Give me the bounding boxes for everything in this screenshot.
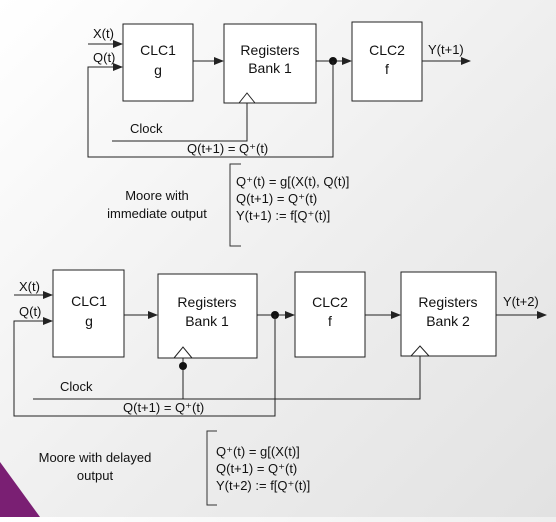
- d1-input-x-label: X(t): [93, 26, 114, 41]
- d2-feedback-loop: [13, 315, 276, 417]
- d2-registers1-line1: Registers: [177, 294, 236, 310]
- d1-clc1-box: [122, 23, 194, 102]
- d1-clc2-func: f: [385, 61, 389, 77]
- d2-feedback-label: Q(t+1) = Q⁺(t): [123, 400, 204, 415]
- d2-caption-line2: output: [77, 468, 114, 483]
- d1-clc1-name: CLC1: [140, 42, 176, 58]
- d2-clock-junction-dot: [179, 362, 187, 370]
- d2-equation-3: Y(t+2) := f[Q⁺(t)]: [216, 478, 310, 493]
- d1-output-label: Y(t+1): [428, 42, 464, 57]
- d1-caption-line1: Moore with: [125, 188, 189, 203]
- d2-registers1-line2: Bank 1: [185, 313, 229, 329]
- d2-reg2-clock-triangle: [410, 345, 430, 357]
- d2-clc2-box: [294, 271, 366, 358]
- d1-equation-3: Y(t+1) := f[Q⁺(t)]: [236, 208, 330, 223]
- d2-clc1-func: g: [85, 313, 93, 329]
- d1-feedback-loop: [87, 61, 334, 158]
- d2-caption-line1: Moore with delayed: [39, 450, 152, 465]
- d2-clc2-func: f: [328, 313, 332, 329]
- corner-accent: [0, 462, 40, 517]
- d1-clc2-name: CLC2: [369, 42, 405, 58]
- d1-equations-bracket: [229, 163, 241, 247]
- d2-registers2-line1: Registers: [418, 294, 477, 310]
- d2-equations-bracket: [206, 430, 217, 506]
- d1-equation-1: Q⁺(t) = g[(X(t), Q(t)]: [236, 174, 349, 189]
- d1-clock-label: Clock: [130, 121, 163, 136]
- d2-equation-2: Q(t+1) = Q⁺(t): [216, 461, 297, 476]
- d1-clock-triangle: [238, 92, 256, 104]
- d2-output-label: Y(t+2): [503, 294, 539, 309]
- d1-feedback-label: Q(t+1) = Q⁺(t): [187, 141, 268, 156]
- diagram-2: X(t) Q(t) CLC1 g Registers Bank 1 CLC2 f…: [13, 269, 547, 506]
- d1-registers-line1: Registers: [240, 42, 299, 58]
- d2-input-x-label: X(t): [19, 279, 40, 294]
- d2-clc1-box: [52, 269, 125, 358]
- d1-registers-box: [223, 23, 317, 104]
- d2-registers1-box: [157, 273, 258, 359]
- d2-clc2-name: CLC2: [312, 294, 348, 310]
- d2-clock-line: [33, 356, 421, 400]
- d1-clc1-func: g: [154, 62, 162, 78]
- diagram-1: X(t) Q(t) CLC1 g Registers Bank 1 CLC2 f…: [87, 21, 471, 247]
- d2-clc1-name: CLC1: [71, 293, 107, 309]
- d1-caption-line2: immediate output: [107, 206, 207, 221]
- d2-reg1-clock-triangle: [173, 346, 193, 359]
- d1-clc2-box: [351, 21, 423, 102]
- d2-clock-label: Clock: [60, 379, 93, 394]
- d1-clock-line: [112, 103, 248, 142]
- d2-equation-1: Q⁺(t) = g[(X(t)]: [216, 444, 300, 459]
- d1-registers-line2: Bank 1: [248, 60, 292, 76]
- d1-equation-2: Q(t+1) = Q⁺(t): [236, 191, 317, 206]
- d2-registers2-line2: Bank 2: [426, 313, 470, 329]
- d1-input-q-label: Q(t): [93, 50, 115, 65]
- d2-input-q-label: Q(t): [19, 304, 41, 319]
- d2-registers2-box: [400, 271, 497, 357]
